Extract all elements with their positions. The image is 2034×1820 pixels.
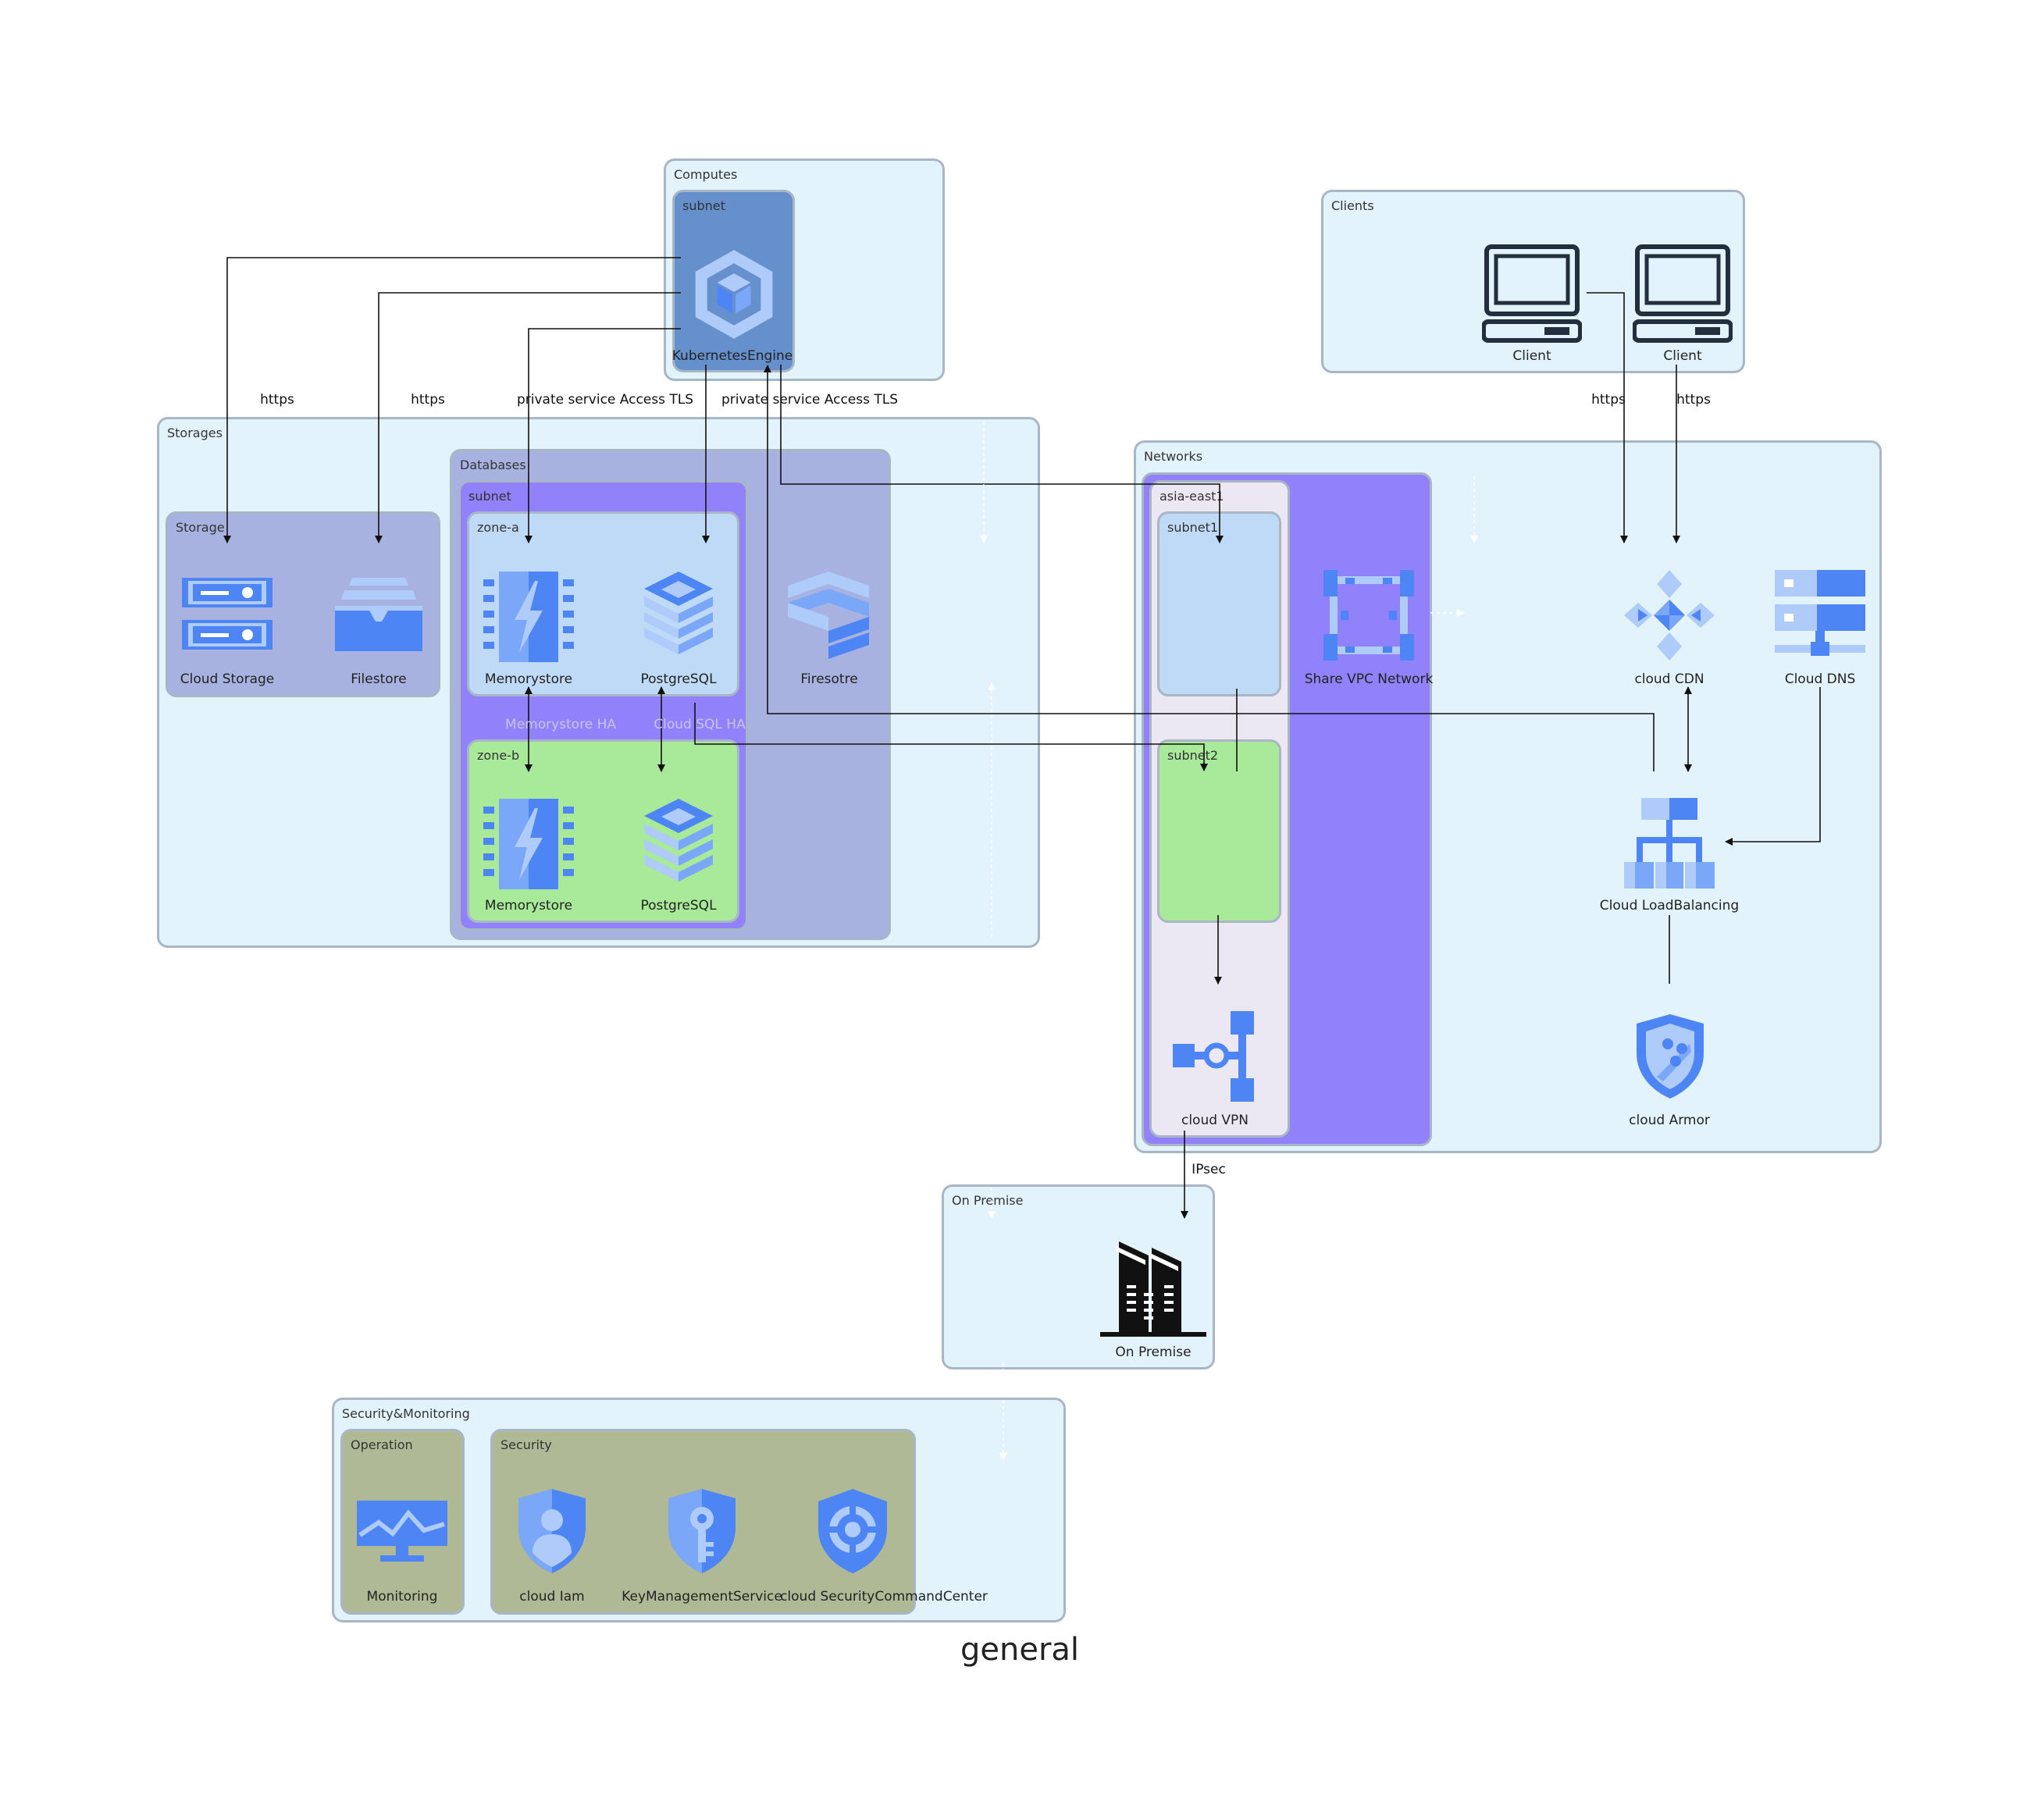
cluster-label: subnet — [468, 489, 511, 504]
vpc-network-icon[interactable] — [1323, 570, 1414, 661]
cluster-label: Clients — [1331, 198, 1374, 213]
firestore-label: Firesotre — [800, 671, 858, 687]
edge-label-ipsec: IPsec — [1192, 1162, 1226, 1177]
edge-label-https: https — [411, 392, 445, 408]
cluster-label: Computes — [674, 167, 738, 182]
monitoring-label: Monitoring — [366, 1589, 438, 1605]
load-balancing-icon[interactable] — [1624, 798, 1715, 889]
cluster-label: Networks — [1144, 449, 1203, 464]
edge-label-https: https — [1676, 392, 1711, 408]
client-label: Client — [1663, 348, 1702, 364]
diagram-title: general — [960, 1632, 1080, 1668]
monitoring-icon[interactable] — [357, 1501, 447, 1563]
cloud-sql-icon[interactable] — [643, 572, 714, 662]
cluster-label: On Premise — [952, 1193, 1024, 1208]
cluster-label: Operation — [351, 1437, 413, 1452]
laptop-icon[interactable] — [1482, 244, 1582, 344]
cluster-label: subnet1 — [1167, 520, 1219, 535]
cloud-dns-label: Cloud DNS — [1784, 671, 1856, 687]
filestore-icon[interactable] — [333, 578, 424, 651]
factory-icon[interactable] — [1100, 1241, 1206, 1337]
cluster-label: Storage — [176, 520, 225, 535]
cluster-subnet1: subnet1 — [1157, 511, 1281, 696]
cloud-cdn-label: cloud CDN — [1634, 671, 1704, 687]
cluster-label: subnet2 — [1167, 748, 1219, 763]
filestore-label: Filestore — [351, 671, 407, 687]
cloud-iam-icon[interactable] — [515, 1487, 589, 1575]
cluster-label: subnet — [682, 198, 725, 213]
memorystore-icon[interactable] — [483, 572, 574, 662]
cloud-iam-label: cloud Iam — [519, 1589, 585, 1605]
edge-label-tls: private service Access TLS — [721, 392, 899, 408]
edge-label-memorystore-ha: Memorystore HA — [505, 717, 616, 732]
memorystore-label: Memorystore — [484, 671, 573, 687]
kubernetes-engine-label: KubernetesEngine — [671, 348, 793, 364]
cloud-cdn-icon[interactable] — [1624, 570, 1715, 661]
security-command-center-label: cloud SecurityCommandCenter — [780, 1589, 988, 1605]
security-command-center-icon[interactable] — [815, 1487, 890, 1575]
cluster-label: Storages — [167, 426, 223, 440]
memorystore-label: Memorystore — [484, 898, 573, 914]
cluster-label: Security&Monitoring — [342, 1406, 470, 1421]
cloud-sql-icon[interactable] — [643, 799, 714, 889]
postgresql-label: PostgreSQL — [640, 671, 717, 687]
load-balancing-label: Cloud LoadBalancing — [1599, 898, 1740, 914]
cloud-storage-label: Cloud Storage — [180, 671, 275, 687]
cluster-subnet2: subnet2 — [1157, 739, 1281, 923]
postgresql-label: PostgreSQL — [640, 898, 717, 914]
on-premise-label: On Premise — [1115, 1345, 1192, 1360]
cloud-armor-icon[interactable] — [1633, 1013, 1707, 1100]
firestore-icon[interactable] — [788, 572, 871, 659]
cloud-dns-icon[interactable] — [1775, 570, 1865, 661]
laptop-icon[interactable] — [1633, 244, 1733, 344]
cluster-label: Security — [500, 1437, 552, 1452]
cloud-armor-label: cloud Armor — [1629, 1113, 1710, 1128]
cloud-storage-icon[interactable] — [182, 578, 273, 650]
kubernetes-engine-icon[interactable] — [692, 248, 776, 340]
cloud-vpn-label: cloud VPN — [1181, 1113, 1249, 1128]
cluster-label: zone-a — [477, 520, 519, 535]
cloud-vpn-icon[interactable] — [1173, 1011, 1254, 1102]
edge-label-tls: private service Access TLS — [516, 392, 694, 408]
edge-label-https: https — [1591, 392, 1626, 408]
key-management-icon[interactable] — [665, 1487, 739, 1575]
memorystore-icon[interactable] — [483, 799, 574, 889]
edge-label-https: https — [260, 392, 294, 408]
share-vpc-network-label: Share VPC Network — [1304, 671, 1434, 687]
cluster-label: Databases — [460, 458, 526, 472]
edge-label-cloudsql-ha: Cloud SQL HA — [654, 717, 746, 732]
cluster-label: asia-east1 — [1159, 489, 1224, 504]
cluster-label: zone-b — [477, 748, 520, 763]
client-label: Client — [1512, 348, 1551, 364]
key-management-label: KeyManagementService — [622, 1589, 782, 1605]
